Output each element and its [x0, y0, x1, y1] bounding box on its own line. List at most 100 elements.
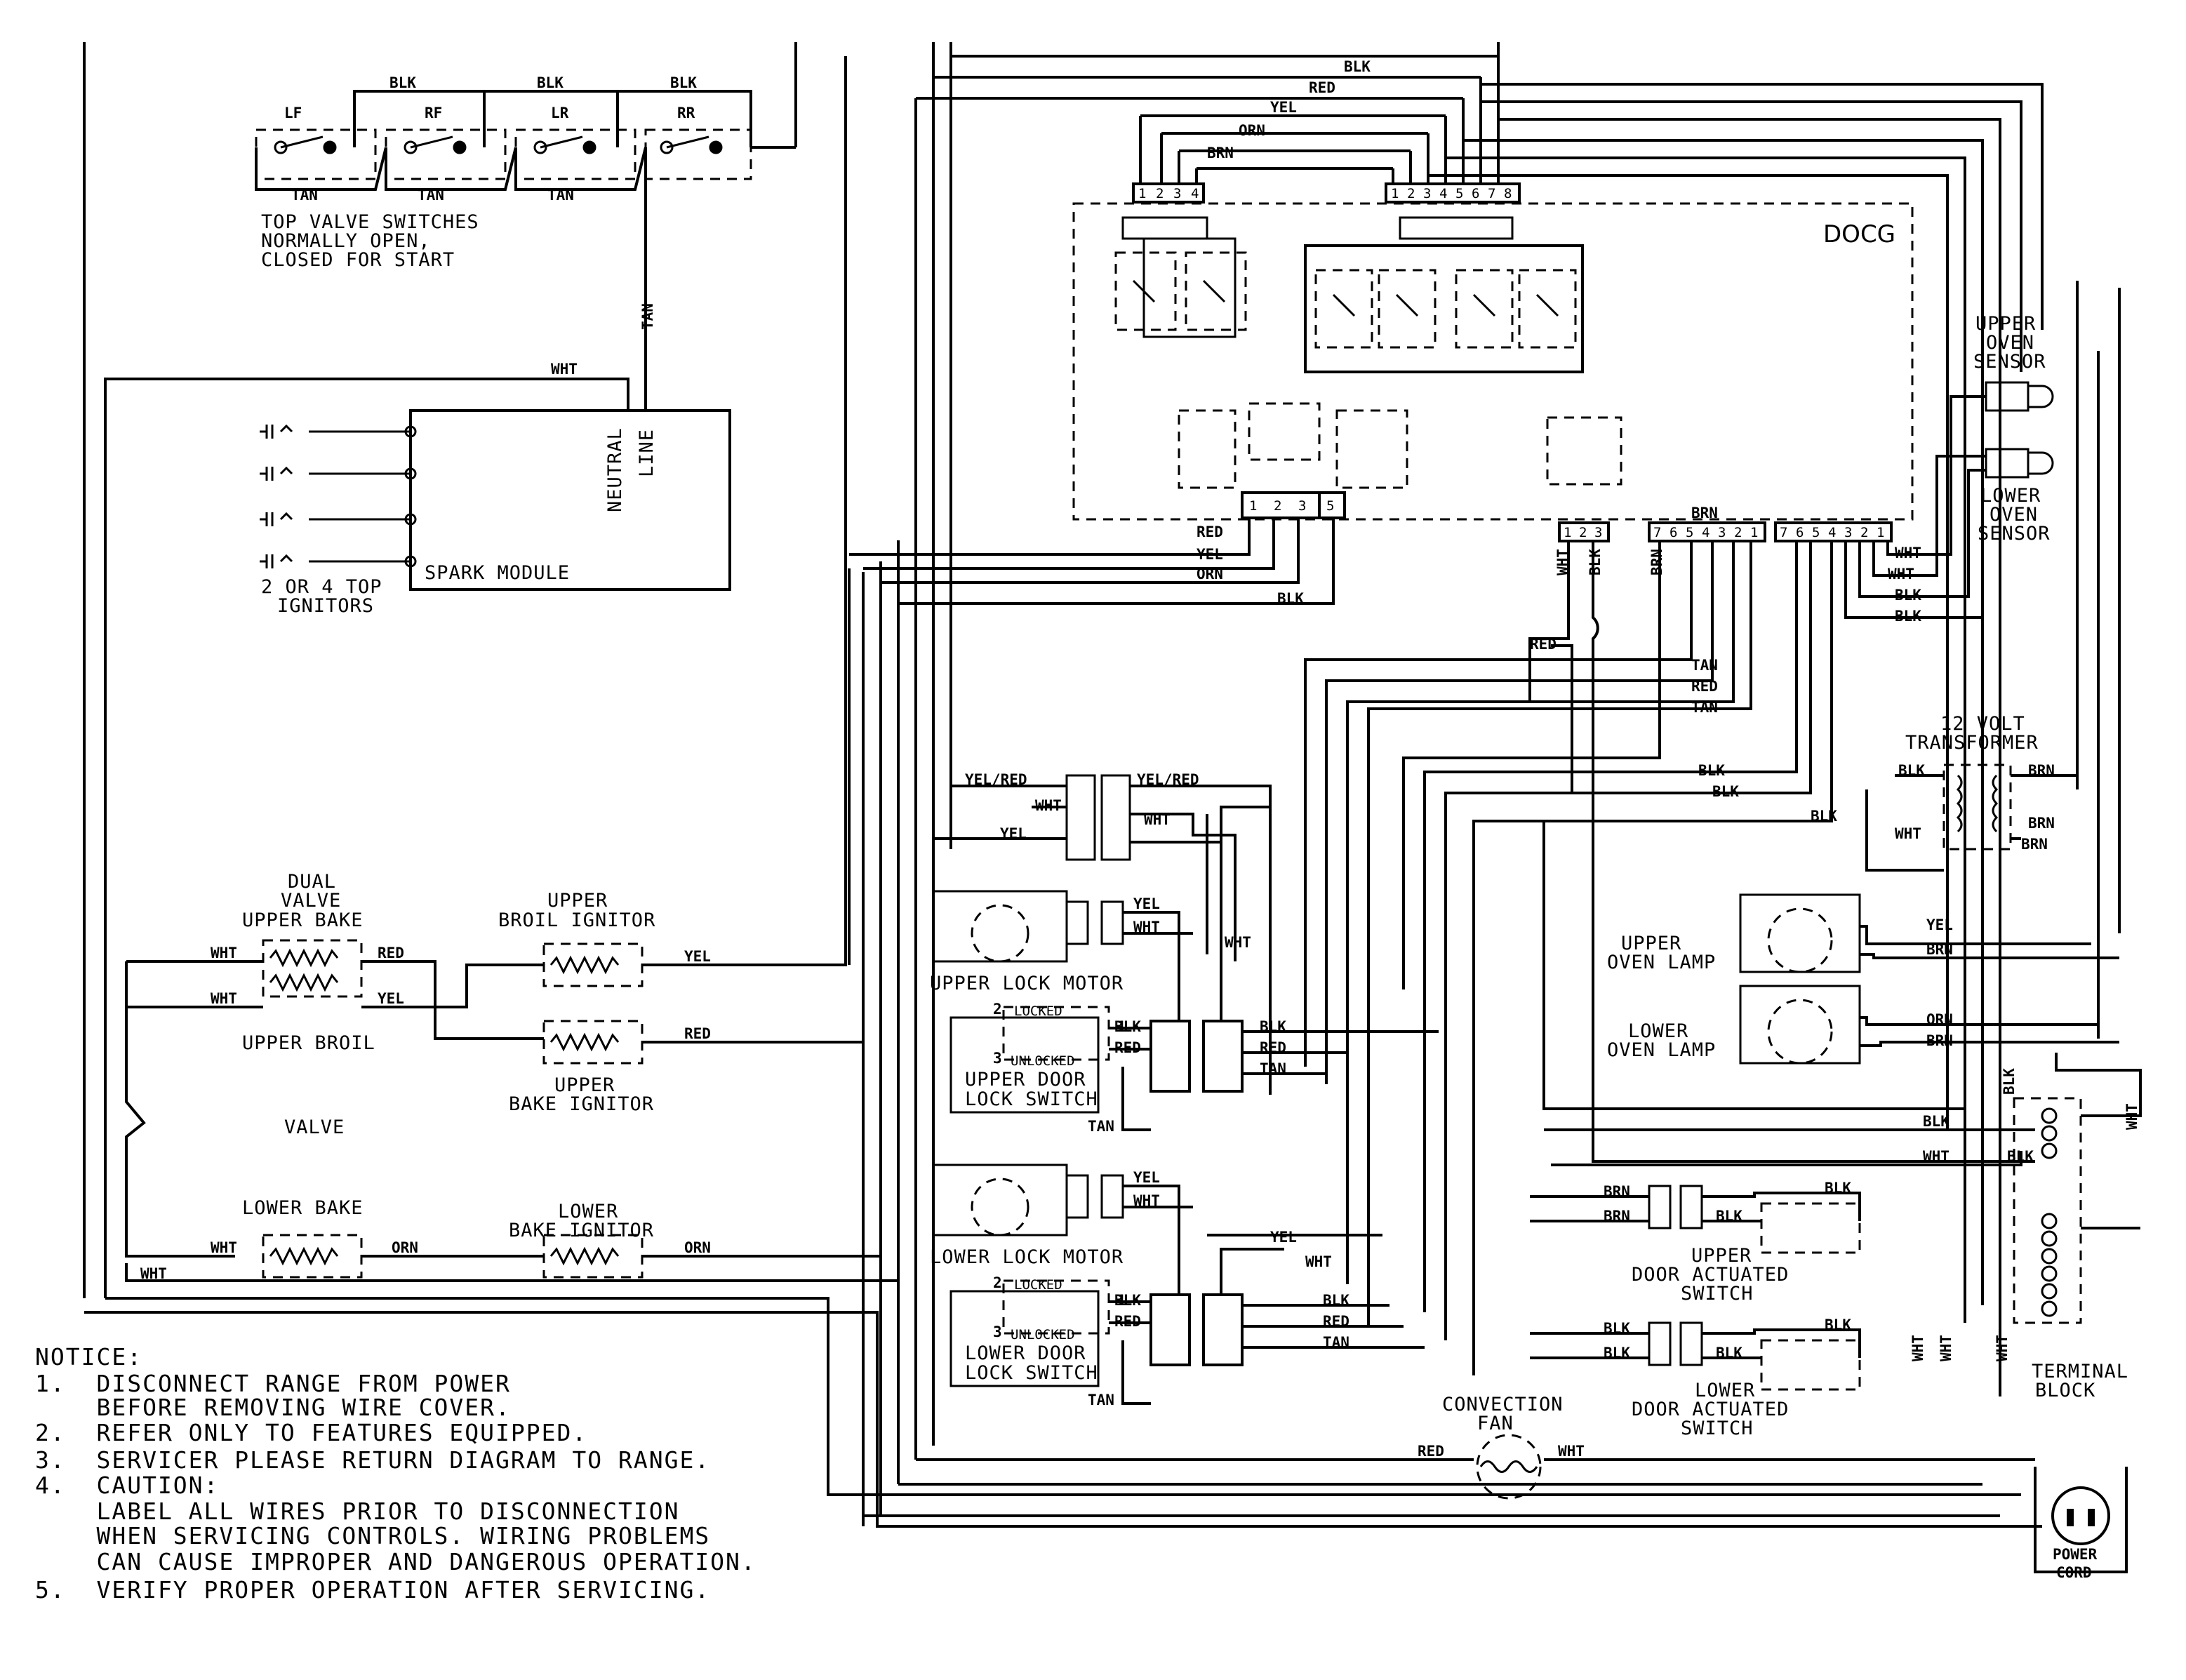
- header-a-pins: 7 6 5 4 3 2 1: [1653, 525, 1758, 540]
- wire-label: TAN: [1088, 1118, 1114, 1135]
- pin-number: 2: [1860, 525, 1868, 540]
- wire-label: TAN: [639, 303, 656, 330]
- pin-number: 1: [1750, 525, 1758, 540]
- header-b-pins: 7 6 5 4 3 2 1: [1780, 525, 1884, 540]
- notice: NOTICE: 1. DISCONNECT RANGE FROM POWER B…: [35, 1343, 755, 1604]
- wire-label: BRN: [1691, 505, 1718, 521]
- wire-label: YEL: [1133, 895, 1160, 912]
- unlocked-label: UNLOCKED: [1011, 1053, 1075, 1069]
- wire-label: ORN: [392, 1239, 418, 1256]
- power-cord-label: POWER: [2053, 1546, 2098, 1563]
- wire-label: TAN: [291, 187, 318, 204]
- lower-sensor-label: SENSOR: [1978, 523, 2051, 545]
- notice-line: 2. REFER ONLY TO FEATURES EQUIPPED.: [35, 1419, 587, 1446]
- wire-label: TAN: [1691, 699, 1718, 716]
- wire-label: ORN: [1926, 1011, 1953, 1028]
- wire-bus: BLK RED YEL ORN BRN: [848, 42, 2121, 1526]
- wire-label: BLK: [2007, 1148, 2034, 1165]
- convection-fan-label: FAN: [1477, 1413, 1514, 1434]
- wire-label: YEL/RED: [1137, 771, 1199, 788]
- pin-number: 1: [1391, 186, 1399, 201]
- upper-door-switch-label: UPPER: [1691, 1245, 1752, 1267]
- notice-line: 5. VERIFY PROPER OPERATION AFTER SERVICI…: [35, 1576, 710, 1604]
- wire-label: WHT: [1994, 1335, 2011, 1361]
- terminal-block: BLK WHT BLK BLK WHT WHT WHT WHT TERMINAL…: [1544, 1053, 2142, 1581]
- upper-lamp-label: UPPER: [1621, 933, 1681, 954]
- docg-header-right: 1 2 3 4 5 6 7 8: [1385, 182, 1521, 204]
- wire-label: YEL/RED: [965, 771, 1027, 788]
- pin-number: 2: [1407, 186, 1415, 201]
- wire-label: RED: [684, 1025, 711, 1042]
- wire-label: WHT: [1305, 1253, 1332, 1270]
- wire-label: ORN: [684, 1239, 711, 1256]
- notice-line: WHEN SERVICING CONTROLS. WIRING PROBLEMS: [35, 1522, 710, 1549]
- wire-label: TAN: [1691, 657, 1718, 674]
- power-cord-plug-icon: [2051, 1486, 2110, 1545]
- ignitors-caption: 2 OR 4 TOP: [261, 576, 382, 598]
- locked-label: LOCKED: [1014, 1277, 1062, 1293]
- wire-label: TAN: [1088, 1392, 1114, 1408]
- wire-label: BLK: [1114, 1018, 1141, 1035]
- upper-lamp-label: OVEN LAMP: [1607, 952, 1716, 973]
- pin-number: 1: [1138, 186, 1146, 201]
- pin-number: 7: [1653, 525, 1661, 540]
- wire-label: BRN: [2021, 836, 2048, 853]
- wire-label: BLK: [1898, 762, 1925, 779]
- upper-door-switch-label: DOOR ACTUATED: [1632, 1264, 1789, 1286]
- oven-lamps: YEL BRN ORN BRN UPPER OVEN LAMP LOWER OV…: [1607, 893, 2119, 1065]
- wire-label: RED: [1114, 1039, 1141, 1056]
- wire-label: WHT: [1938, 1335, 1954, 1361]
- wire-label: BLK: [1716, 1208, 1742, 1225]
- wire-label: YEL: [684, 948, 711, 965]
- docg-control: DOCG 1 2 3 4 1 2 3 4 5 6 7 8: [1072, 182, 1914, 575]
- upper-sensor-label: OVEN: [1986, 332, 2034, 354]
- notice-line: LABEL ALL WIRES PRIOR TO DISCONNECTION: [35, 1498, 679, 1525]
- ignitor-symbols: [260, 424, 293, 568]
- wire-label: BLK: [1923, 1113, 1950, 1130]
- dual-valve: DUAL VALVE UPPER BAKE UPPER BROIL WHT WH…: [125, 871, 544, 1258]
- wire-label: BLK: [537, 74, 564, 91]
- wire-label: BLK: [1698, 762, 1725, 779]
- top-switches-caption: TOP VALVE SWITCHES: [261, 211, 479, 233]
- pin-number: 6: [1796, 525, 1804, 540]
- switch-label-lf: LF: [284, 105, 302, 121]
- upper-lock-motor-label: UPPER LOCK MOTOR: [930, 973, 1124, 994]
- pin-number: 4: [1439, 186, 1447, 201]
- wire-label: BRN: [1604, 1208, 1630, 1225]
- top-switches-caption: NORMALLY OPEN,: [261, 230, 431, 252]
- wire-label: WHT: [1035, 797, 1062, 814]
- wire-label: WHT: [551, 361, 578, 378]
- lower-door-switch-label: SWITCH: [1681, 1418, 1754, 1439]
- wire-label: YEL: [1133, 1169, 1160, 1186]
- wire-label: BLK: [1825, 1316, 1851, 1333]
- wire-label: YEL: [378, 990, 404, 1007]
- upper-lock: YEL WHT UPPER LOCK MOTOR LOCKED UNLOCKED…: [930, 806, 1439, 1135]
- ignitors: UPPER BROIL IGNITOR YEL RED UPPER BAKE I…: [125, 56, 898, 1282]
- pin-number: 1: [1564, 525, 1571, 540]
- wire-label: BLK: [1604, 1345, 1630, 1361]
- upper-lock-switch-label: UPPER DOOR: [965, 1069, 1086, 1091]
- wire-label: BLK: [1712, 783, 1739, 800]
- lower-lamp-label: LOWER: [1628, 1020, 1688, 1042]
- upper-broil-label: UPPER BROIL: [242, 1032, 375, 1054]
- oven-sensors: UPPER OVEN SENSOR LOWER OVEN SENSOR WHT …: [1844, 313, 2054, 625]
- wire-label: RED: [1309, 79, 1335, 96]
- terminal-block-label: TERMINAL: [2032, 1361, 2128, 1382]
- pin-number: 3: [993, 1324, 1002, 1340]
- power-cord-label: CORD: [2056, 1564, 2092, 1581]
- wire-label: BRN: [1648, 549, 1665, 575]
- dual-valve-label: VALVE: [281, 890, 341, 912]
- pin-number: 7: [1488, 186, 1495, 201]
- broil-ignitor-label: UPPER: [547, 890, 608, 912]
- wire-label: BLK: [1344, 58, 1371, 75]
- pin-number: 5: [1686, 525, 1693, 540]
- pin-number: 4: [1702, 525, 1710, 540]
- switch-label-rr: RR: [677, 105, 695, 121]
- pin-number: 2: [993, 1274, 1002, 1291]
- lower-door-switch-label: LOWER: [1695, 1380, 1755, 1401]
- wire-label: RED: [1418, 1443, 1444, 1460]
- pin-number: 3: [1173, 186, 1181, 201]
- wire-label: BLK: [1895, 608, 1921, 625]
- wire-label: BRN: [1926, 941, 1953, 958]
- upper-sensor-label: SENSOR: [1973, 351, 2046, 373]
